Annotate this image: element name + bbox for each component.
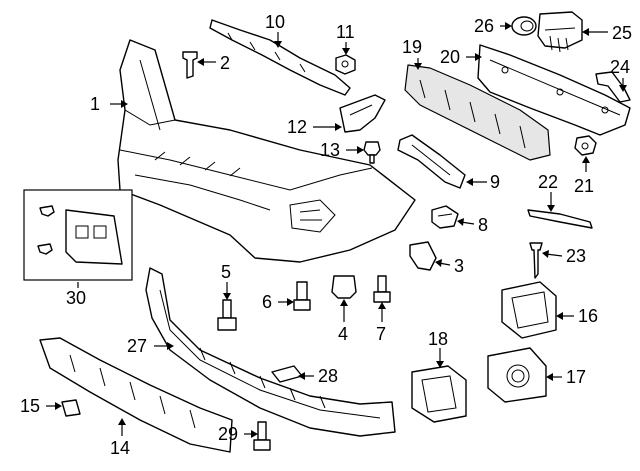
callout-27: 27 bbox=[127, 336, 147, 356]
callout-18: 18 bbox=[428, 329, 448, 349]
callout-19: 19 bbox=[402, 37, 422, 57]
inset-detail-box bbox=[23, 189, 133, 281]
bumper-cover bbox=[117, 39, 416, 263]
hex-nut bbox=[335, 54, 356, 75]
callout-8: 8 bbox=[478, 215, 488, 235]
small-bracket bbox=[595, 71, 631, 103]
lower-spoiler bbox=[145, 267, 396, 437]
clip-15 bbox=[61, 399, 81, 417]
callout-3: 3 bbox=[454, 256, 464, 276]
callout-13: 13 bbox=[320, 140, 340, 160]
push-pin bbox=[529, 242, 543, 279]
push-clip bbox=[182, 51, 198, 79]
lower-bracket bbox=[397, 134, 466, 189]
callout-7: 7 bbox=[376, 324, 386, 344]
callout-30: 30 bbox=[66, 288, 86, 308]
leader-lines bbox=[46, 22, 627, 438]
callout-16: 16 bbox=[578, 306, 598, 326]
callout-4: 4 bbox=[338, 324, 348, 344]
callout-24: 24 bbox=[610, 57, 630, 77]
bolt-6 bbox=[293, 281, 311, 311]
bolt-5 bbox=[217, 299, 237, 331]
callout-20: 20 bbox=[440, 47, 460, 67]
sensor-module bbox=[537, 11, 583, 53]
callout-9: 9 bbox=[490, 172, 500, 192]
callout-10: 10 bbox=[265, 12, 285, 32]
bolt-13 bbox=[363, 141, 381, 164]
callout-26: 26 bbox=[474, 16, 494, 36]
callout-14: 14 bbox=[110, 438, 130, 458]
retainer-clip-3 bbox=[409, 241, 437, 271]
bolt-7 bbox=[373, 275, 391, 303]
callout-21: 21 bbox=[574, 176, 594, 196]
reinforcement-bar bbox=[477, 44, 631, 136]
callout-2: 2 bbox=[220, 53, 230, 73]
callout-6: 6 bbox=[262, 292, 272, 312]
fog-lamp-bezel bbox=[501, 281, 557, 339]
flange-nut bbox=[574, 135, 597, 156]
lower-cover bbox=[39, 337, 233, 453]
clip-28 bbox=[271, 365, 303, 383]
callout-25: 25 bbox=[612, 23, 632, 43]
upper-retainer bbox=[209, 19, 351, 96]
callout-15: 15 bbox=[20, 396, 40, 416]
callout-29: 29 bbox=[218, 424, 238, 444]
callout-28: 28 bbox=[318, 366, 338, 386]
side-bracket bbox=[339, 94, 386, 133]
callout-17: 17 bbox=[566, 367, 586, 387]
callout-22: 22 bbox=[538, 172, 558, 192]
callout-23: 23 bbox=[566, 246, 586, 266]
callout-1: 1 bbox=[90, 94, 100, 114]
bezel-ring bbox=[411, 365, 467, 423]
callout-labels: 1 2 10 11 12 13 19 20 26 25 24 21 22 9 8… bbox=[20, 12, 632, 458]
grommet bbox=[511, 16, 537, 36]
callout-12: 12 bbox=[287, 117, 307, 137]
callout-5: 5 bbox=[221, 262, 231, 282]
callout-11: 11 bbox=[336, 22, 355, 42]
fog-lamp-cover bbox=[487, 347, 547, 403]
energy-absorber bbox=[404, 64, 551, 161]
clip-4 bbox=[331, 275, 357, 299]
trim-strip bbox=[527, 209, 593, 229]
bolt-29 bbox=[253, 421, 271, 451]
retainer-clip-8 bbox=[431, 205, 459, 229]
